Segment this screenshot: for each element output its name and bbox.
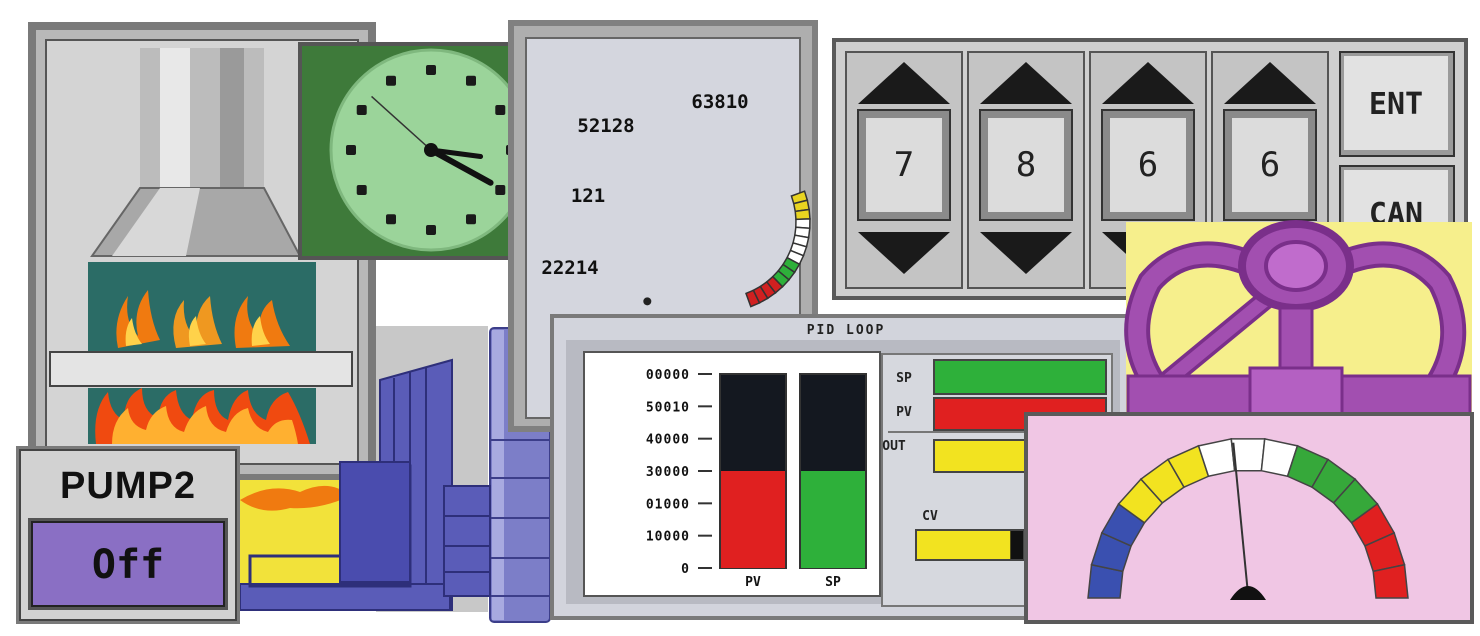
dial-gauge-widget: [1024, 412, 1474, 624]
scale-label: 0: [681, 562, 690, 577]
increment-button[interactable]: [1102, 62, 1194, 104]
clock-minute-hand: [428, 147, 494, 186]
dial-hub: [1230, 586, 1266, 600]
dial-scale: [1087, 437, 1409, 599]
clock-marker: [495, 185, 506, 195]
bar-label: SP: [825, 575, 841, 590]
increment-button[interactable]: [1224, 62, 1316, 104]
scale-label: 50010: [646, 400, 690, 415]
bar-fill: [801, 471, 865, 568]
arrow-up-icon: [1102, 62, 1194, 104]
keypad-column: 7: [845, 51, 963, 289]
sp-level-bar: [935, 361, 1105, 393]
arc-label-low: 22214: [541, 257, 598, 279]
scale-label: 40000: [646, 433, 690, 448]
clock-marker: [495, 105, 506, 115]
dial-scale-segment: [1372, 563, 1409, 599]
decrement-button[interactable]: [980, 232, 1072, 274]
clock-hour-hand: [428, 147, 484, 160]
enter-label: ENT: [1369, 87, 1423, 122]
clock-marker: [356, 185, 367, 195]
burner-flame-icon: [95, 388, 310, 444]
pump-title: PUMP2: [60, 465, 196, 507]
arrow-up-icon: [1224, 62, 1316, 104]
side-label-sp: SP: [896, 371, 912, 386]
clock-marker: [426, 65, 436, 75]
clock-hour-markers: [346, 65, 516, 235]
scale-label: 00000: [646, 368, 690, 383]
side-label-cv: CV: [922, 509, 938, 524]
bar-panel-title: PID LOOP: [807, 323, 886, 338]
bar-fill: [721, 471, 785, 568]
keypad-column: 8: [967, 51, 1085, 289]
heater-pipe: [49, 351, 353, 387]
arc-gauge-scale: [745, 190, 811, 308]
clock-marker: [346, 145, 356, 155]
arc-scale-segment: [745, 289, 761, 308]
arrow-down-icon: [858, 232, 950, 274]
clock-hub: [424, 143, 438, 157]
chimney-stack: [140, 48, 264, 188]
pump-state-label: Off: [92, 542, 164, 588]
digit-key[interactable]: 6: [1223, 109, 1317, 221]
bar-scale: 00000 50010 40000 30000 01000 10000 0: [646, 368, 712, 577]
digit-key[interactable]: 7: [857, 109, 951, 221]
arc-label-upper: 52128: [577, 115, 634, 137]
flame-icon: [116, 290, 290, 348]
clock-marker: [466, 214, 476, 225]
valve-widget: [1124, 220, 1472, 432]
arrow-down-icon: [980, 232, 1072, 274]
pump-state-button[interactable]: [31, 521, 225, 607]
digit-key[interactable]: 8: [979, 109, 1073, 221]
clock-marker: [386, 75, 396, 86]
scale-label: 10000: [646, 530, 690, 545]
digit-label: 7: [894, 145, 914, 185]
arc-label-mid: 121: [571, 185, 605, 207]
digit-key[interactable]: 6: [1101, 109, 1195, 221]
cv-level-bar: [917, 531, 1011, 559]
pump-status-widget[interactable]: PUMP2 Off: [16, 446, 240, 624]
digit-label: 6: [1138, 145, 1158, 185]
clock-marker: [356, 105, 367, 115]
bar-columns: PV SP: [719, 373, 867, 590]
clock-marker: [426, 225, 436, 235]
side-label-out: OUT: [882, 439, 906, 454]
increment-button[interactable]: [858, 62, 950, 104]
side-label-pv: PV: [896, 405, 912, 420]
tank-widget: [236, 326, 551, 623]
arrow-up-icon: [980, 62, 1072, 104]
dial-needle: [1232, 442, 1249, 595]
digit-label: 8: [1016, 145, 1036, 185]
clock-marker: [386, 214, 396, 225]
digit-label: 6: [1260, 145, 1280, 185]
enter-button[interactable]: ENT: [1339, 51, 1455, 157]
arc-scale-segment: [794, 208, 811, 221]
arrow-up-icon: [858, 62, 950, 104]
decrement-button[interactable]: [858, 232, 950, 274]
scale-label: 30000: [646, 465, 690, 480]
clock-marker: [466, 75, 476, 86]
arc-label-top: 63810: [691, 91, 748, 113]
bar-label: PV: [745, 575, 761, 590]
clock-second-hand: [371, 95, 432, 151]
scale-label: 01000: [646, 497, 690, 512]
increment-button[interactable]: [980, 62, 1072, 104]
